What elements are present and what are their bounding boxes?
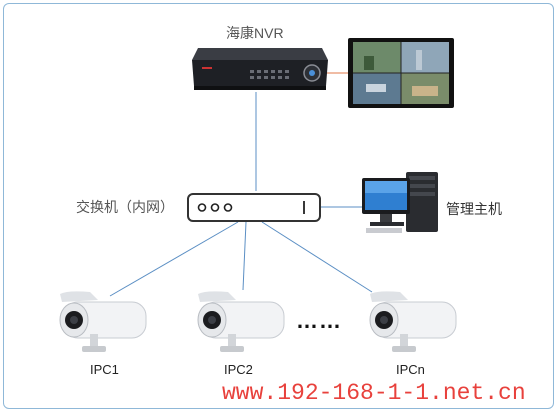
switch-to-ipcn-line	[261, 221, 373, 293]
nvr-label: 海康NVR	[226, 25, 284, 41]
ipcn-label: IPCn	[396, 362, 425, 377]
ipc1-camera	[59, 291, 147, 352]
nvr-device	[192, 48, 328, 90]
monitor-display	[348, 38, 454, 108]
switch-to-ipc2-line	[242, 221, 247, 291]
host-computer	[362, 172, 438, 233]
switch-to-ipc1-line	[109, 221, 239, 297]
network-switch	[187, 193, 321, 222]
ipc2-label: IPC2	[224, 362, 253, 377]
ipcn-camera	[369, 291, 457, 352]
ipc2-camera	[197, 291, 285, 352]
switch-label: 交换机（内网）	[76, 199, 174, 215]
watermark-text: www.192-168-1-1.net.cn	[222, 380, 526, 406]
ellipsis-dots: ……	[296, 308, 342, 333]
ipc1-label: IPC1	[90, 362, 119, 377]
host-label: 管理主机	[446, 201, 502, 217]
